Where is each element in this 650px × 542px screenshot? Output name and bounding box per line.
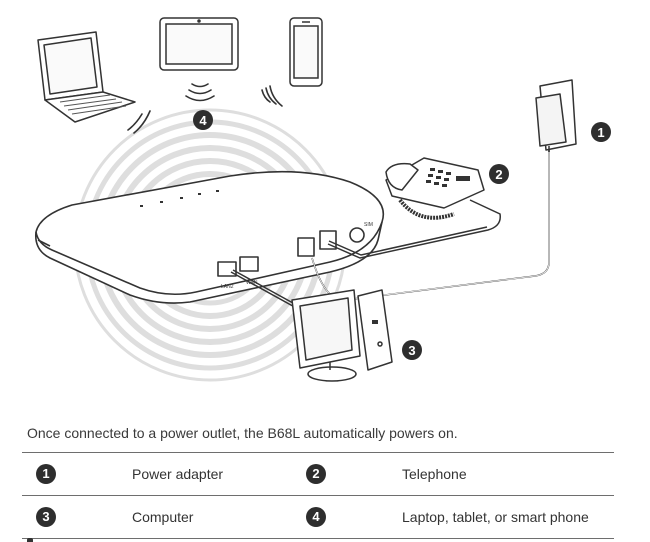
telephone-icon [385,157,485,220]
power-adapter-icon [535,79,577,152]
wifi-wave-icons [127,83,283,134]
legend-table: 1 Power adapter 2 Telephone 3 Computer 4… [22,452,614,539]
cables [230,150,550,311]
router-device [34,170,385,304]
desktop-computer-icon [291,289,393,382]
page-cut-mark [27,538,33,542]
legend-label-computer: Computer [132,495,292,539]
legend-label-telephone: Telephone [402,452,614,496]
smartphone-icon [289,17,323,87]
legend-label-power-adapter: Power adapter [132,452,292,496]
sim-slot-label: SIM [364,222,373,228]
tablet-icon [159,17,239,71]
callout-4: 4 [193,110,213,130]
callout-badge-2: 2 [306,464,326,484]
callout-badge-4: 4 [306,507,326,527]
callout-1: 1 [591,122,611,142]
laptop-icon [37,31,136,123]
legend-label-wireless-devices: Laptop, tablet, or smart phone [402,495,614,539]
lan-port-label: LAN2 [221,284,234,290]
legend-row: 3 Computer 4 Laptop, tablet, or smart ph… [22,495,614,539]
callout-badge-3: 3 [36,507,56,527]
callout-badge-1: 1 [36,464,56,484]
legend-row: 1 Power adapter 2 Telephone [22,452,614,496]
callout-2: 2 [489,164,509,184]
caption-text: Once connected to a power outlet, the B6… [27,425,458,441]
connection-diagram: 4 LAN2 WAN SIM [34,17,611,382]
svg-text:1: 1 [597,125,604,140]
callout-3: 3 [402,340,422,360]
svg-text:2: 2 [495,167,502,182]
svg-text:4: 4 [199,113,207,128]
svg-text:3: 3 [408,343,415,358]
